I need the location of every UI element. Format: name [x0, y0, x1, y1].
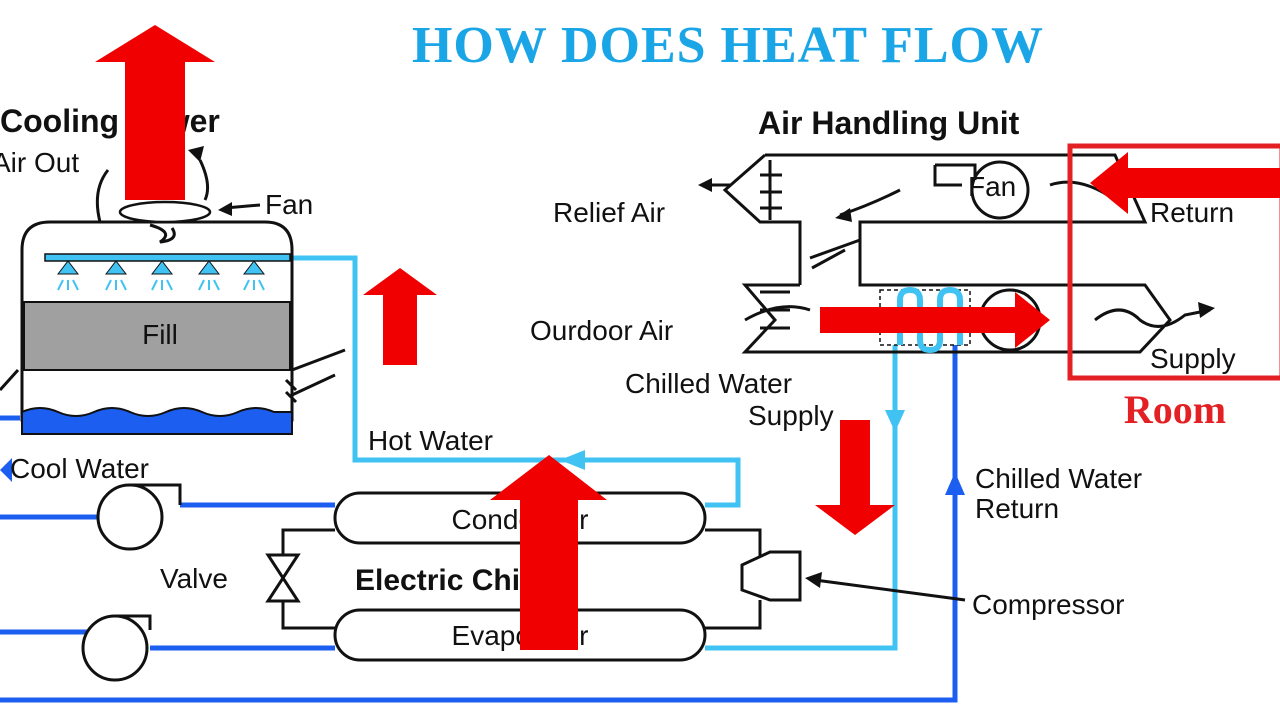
return-label: Return: [1150, 197, 1234, 228]
chilled-water-return-label-2: Return: [975, 493, 1059, 524]
hot-water-label: Hot Water: [368, 425, 493, 456]
cooling-tower-label: Cooling Tower: [0, 103, 220, 139]
cool-water-label: Cool Water: [10, 453, 149, 484]
heat-chiller-arrow-icon: [490, 455, 607, 650]
heat-return-room-arrow-icon: [1090, 152, 1280, 214]
spray-header: [44, 253, 291, 262]
air-out-label: Air Out: [0, 147, 79, 178]
chilled-supply-flow-icon: [885, 410, 905, 432]
spray-droplets: [57, 279, 265, 291]
evaporator-pump-icon: [81, 614, 152, 682]
compressor-label: Compressor: [972, 589, 1124, 620]
cooling-tower: Fill Cooling Tower Air Out F: [0, 103, 346, 435]
tower-fan-icon: [118, 200, 212, 224]
return-fan-icon: [970, 160, 1030, 220]
fill-label: Fill: [142, 319, 178, 350]
diagram-title: HOW DOES HEAT FLOW: [412, 17, 1044, 74]
relief-air-label: Relief Air: [553, 197, 665, 228]
expansion-valve-icon: [265, 553, 301, 603]
outdoor-air-label: Ourdoor Air: [530, 315, 673, 346]
chilled-water-return-label-1: Chilled Water: [975, 463, 1142, 494]
chilled-water-supply-label-2: Supply: [748, 400, 834, 431]
chilled-return-flow-icon: [945, 472, 965, 495]
heat-down-chilled-supply-arrow-icon: [815, 420, 895, 535]
hot-water-flow-icon: [560, 450, 585, 470]
heat-up-hot-water-arrow-icon: [363, 268, 437, 365]
heat-out-tower-arrow-icon: [95, 25, 215, 200]
chilled-water-supply-label-1: Chilled Water: [625, 368, 792, 399]
ahu-label: Air Handling Unit: [758, 105, 1020, 141]
tower-fan-label: Fan: [265, 189, 313, 220]
air-handling-unit: Air Handling Unit Fan Relief Air Ourdoor…: [530, 105, 1236, 374]
room-label: Room: [1124, 387, 1226, 432]
fill-block: [23, 301, 291, 371]
condenser-pump-icon: [96, 483, 182, 551]
basin-water: [21, 407, 293, 435]
cool-water-pipes: [0, 340, 965, 703]
room-box: [1067, 143, 1280, 381]
ahu-fan-label: Fan: [968, 171, 1016, 202]
spray-nozzles: [56, 260, 266, 275]
compressor-icon: [740, 550, 802, 602]
heat-flow-arrows: [95, 25, 1280, 650]
supply-label: Supply: [1150, 343, 1236, 374]
heat-into-coil-arrow-icon: [820, 292, 1050, 348]
cooling-coil-icon: [897, 286, 963, 354]
valve-label: Valve: [160, 563, 228, 594]
cool-water-flow-icon: [0, 458, 12, 482]
